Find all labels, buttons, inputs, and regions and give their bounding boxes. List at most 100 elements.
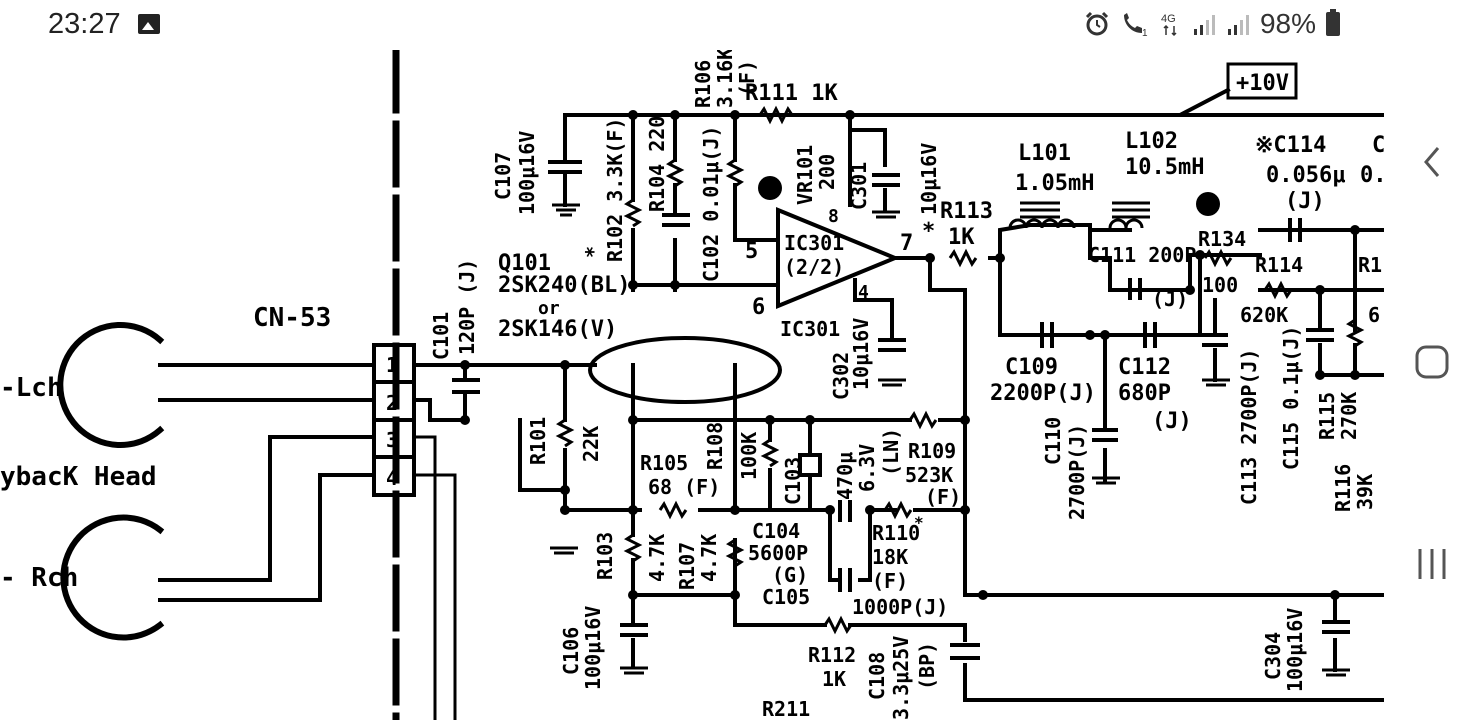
q101-or: or bbox=[538, 298, 560, 319]
schematic-capacitors bbox=[452, 160, 1350, 660]
c101-label: C101 bbox=[429, 312, 453, 360]
r116-label: R116 bbox=[1331, 464, 1355, 512]
r106-label: R106 bbox=[691, 60, 715, 108]
ic301-label-2: IC301 bbox=[780, 317, 840, 341]
c105-value: 1000P(J) bbox=[852, 595, 948, 619]
r113-label: R113 bbox=[940, 199, 993, 224]
c113-label: C113 2700P(J) bbox=[1237, 348, 1261, 505]
r-partial-value: 6 bbox=[1368, 303, 1380, 327]
vr101-label: VR101 bbox=[793, 145, 817, 205]
signal-icon-2 bbox=[1227, 15, 1249, 35]
c304-value: 100μ16V bbox=[1283, 608, 1307, 692]
r112-label: R112 bbox=[808, 643, 856, 667]
c-partial: C bbox=[1372, 133, 1384, 158]
r110-star: * bbox=[914, 513, 924, 532]
image-viewer[interactable]: +10V CN-53 1 2 3 4 -Lch ybacK Head - Rch… bbox=[0, 50, 1384, 720]
q101-label: Q101 bbox=[498, 251, 551, 276]
lch-label: -Lch bbox=[0, 373, 63, 403]
c104-value: 5600P bbox=[748, 541, 808, 565]
status-bar: 23:27 1 4G 98% bbox=[0, 0, 1384, 50]
r114-label: R114 bbox=[1255, 253, 1303, 277]
schematic-image: +10V CN-53 1 2 3 4 -Lch ybacK Head - Rch… bbox=[0, 50, 1384, 720]
r106-tol: (F) bbox=[735, 60, 759, 96]
r115-value: 270K bbox=[1337, 392, 1361, 440]
supply-box bbox=[1226, 62, 1298, 100]
c112-label: C112 bbox=[1118, 355, 1171, 380]
pin6-label: 6 bbox=[752, 295, 765, 320]
r102-label: R102 3.3K(F) bbox=[603, 118, 627, 263]
pin5-label: 5 bbox=[745, 239, 758, 264]
c114-label: ※C114 bbox=[1255, 133, 1326, 158]
c115-label: C115 0.1μ(J) bbox=[1279, 326, 1303, 471]
alarm-icon bbox=[1085, 11, 1109, 36]
recents-button[interactable] bbox=[1384, 524, 1480, 604]
l101-value: 1.05mH bbox=[1015, 171, 1094, 196]
c109-value: 2200P(J) bbox=[990, 381, 1096, 406]
navigation-bar bbox=[1384, 0, 1480, 720]
pin7-label: 7 bbox=[900, 231, 913, 256]
c109-label: C109 bbox=[1005, 355, 1058, 380]
c104-label: C104 bbox=[752, 519, 800, 543]
c301-label: C301 bbox=[847, 162, 871, 210]
r101-label: R101 bbox=[526, 417, 550, 465]
c302-value: 10μ16V bbox=[849, 318, 873, 390]
c105-label: C105 bbox=[762, 585, 810, 609]
pin4-label: 4 bbox=[858, 282, 869, 303]
q101-part-a: 2SK240(BL) bbox=[498, 273, 630, 298]
c104-tol: (G) bbox=[772, 563, 808, 587]
c111-label: C111 200P bbox=[1088, 243, 1196, 267]
c101-value: 120P (J) bbox=[455, 259, 479, 355]
r114-value: 620K bbox=[1240, 303, 1288, 327]
c301-value: 10μ16V bbox=[917, 143, 941, 215]
pin-3: 3 bbox=[386, 428, 398, 452]
r102-star: * bbox=[581, 246, 605, 258]
c103-type: (LN) bbox=[879, 428, 903, 476]
r113-value: 1K bbox=[948, 225, 975, 250]
r134-label: R134 bbox=[1198, 227, 1246, 251]
c103-voltage: 6.3V bbox=[855, 444, 879, 492]
r115-label: R115 bbox=[1315, 392, 1339, 440]
schematic-nodes bbox=[460, 110, 1360, 600]
r105-label: R105 bbox=[640, 451, 688, 475]
4g-icon: 4G bbox=[1161, 13, 1177, 37]
c106-value: 100μ16V bbox=[581, 606, 605, 690]
r106-value: 3.16K bbox=[713, 50, 737, 108]
r107-label: R107 bbox=[675, 542, 699, 590]
r107-value: 4.7K bbox=[697, 534, 721, 582]
schematic-vertical-labels: R106 3.16K (F) C107 100μ16V R102 3.3K(F)… bbox=[429, 50, 1377, 720]
q101-part-b: 2SK146(V) bbox=[498, 317, 617, 342]
c-partial-value: 0. bbox=[1360, 163, 1384, 188]
schematic-inductors bbox=[1008, 201, 1150, 229]
r111-label: R111 1K bbox=[745, 81, 838, 106]
r-partial: R1 bbox=[1358, 253, 1382, 277]
svg-text:1: 1 bbox=[1142, 28, 1148, 37]
c112-tol: (J) bbox=[1152, 409, 1192, 434]
c107-label: C107 bbox=[491, 152, 515, 200]
r105-value: 68 (F) bbox=[648, 475, 720, 499]
r109-value: 523K bbox=[905, 463, 953, 487]
r108-value: 100K bbox=[737, 432, 761, 480]
network-type-label: 4G bbox=[1161, 13, 1176, 25]
c110-value: 2700P(J) bbox=[1065, 424, 1089, 520]
r110-label: R110 bbox=[872, 521, 920, 545]
r211-label: R211 bbox=[762, 697, 810, 720]
r103-label: R103 bbox=[593, 532, 617, 580]
battery-icon bbox=[1326, 9, 1340, 36]
c108-type: (BP) bbox=[915, 642, 939, 690]
schematic-resistors bbox=[555, 105, 1365, 635]
r116-value: 39K bbox=[1353, 474, 1377, 510]
r104-label: R104 220 bbox=[645, 116, 669, 212]
gallery-icon bbox=[138, 14, 160, 34]
c114-tol: (J) bbox=[1285, 189, 1325, 214]
c110-label: C110 bbox=[1041, 417, 1065, 465]
r110-tol: (F) bbox=[872, 569, 908, 593]
r109-label: R109 bbox=[908, 439, 956, 463]
r101-value: 22K bbox=[579, 426, 603, 462]
l102-label: L102 bbox=[1125, 129, 1178, 154]
c304-label: C304 bbox=[1261, 632, 1285, 680]
home-button[interactable] bbox=[1384, 322, 1480, 402]
l102-value: 10.5mH bbox=[1125, 155, 1204, 180]
r110-value: 18K bbox=[872, 545, 908, 569]
connector-label: CN-53 bbox=[253, 303, 331, 333]
back-button[interactable] bbox=[1384, 122, 1480, 202]
